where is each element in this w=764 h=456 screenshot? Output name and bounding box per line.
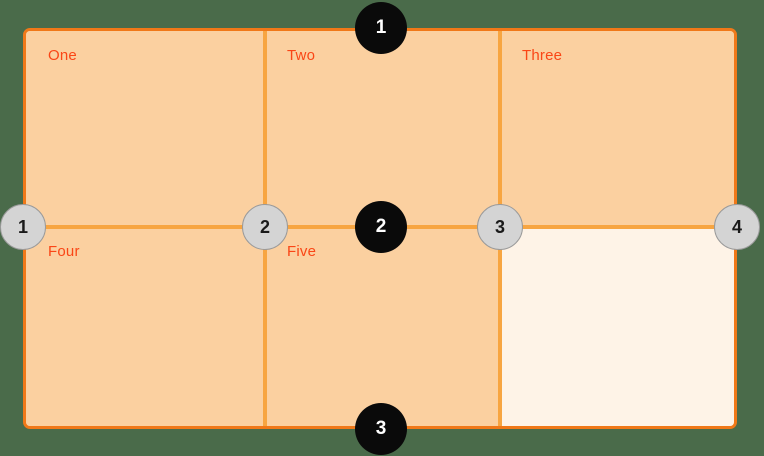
grid-cell-two[interactable]: Two xyxy=(265,31,500,227)
row-handle-3[interactable]: 3 xyxy=(355,403,407,455)
column-handle-1-label: 1 xyxy=(17,216,28,237)
row-handle-2-label: 2 xyxy=(375,216,387,237)
grid-cell-four[interactable]: Four xyxy=(26,227,265,426)
column-handle-3-label: 3 xyxy=(494,216,505,237)
row-handle-1-label: 1 xyxy=(375,17,387,38)
row-handle-2[interactable]: 2 xyxy=(355,201,407,253)
grid-cell-two-label: Two xyxy=(287,47,316,64)
column-handle-4[interactable]: 4 xyxy=(714,204,760,250)
grid-cell-three-label: Three xyxy=(522,47,563,64)
column-handle-4-label: 4 xyxy=(731,216,742,237)
grid-cells: One Two Three Four Five xyxy=(26,31,734,426)
column-handle-1[interactable]: 1 xyxy=(0,204,46,250)
grid-cell-empty[interactable] xyxy=(500,227,734,426)
grid-cell-three[interactable]: Three xyxy=(500,31,734,227)
row-handle-3-label: 3 xyxy=(375,418,387,439)
grid-cell-one[interactable]: One xyxy=(26,31,265,227)
grid-cell-five-label: Five xyxy=(287,243,317,260)
column-handle-3[interactable]: 3 xyxy=(477,204,523,250)
row-handle-1[interactable]: 1 xyxy=(355,2,407,54)
column-handle-2[interactable]: 2 xyxy=(242,204,288,250)
column-handle-2-label: 2 xyxy=(259,216,270,237)
grid-cell-one-label: One xyxy=(48,47,77,64)
grid-cell-four-label: Four xyxy=(48,243,80,260)
grid-cell-five[interactable]: Five xyxy=(265,227,500,426)
